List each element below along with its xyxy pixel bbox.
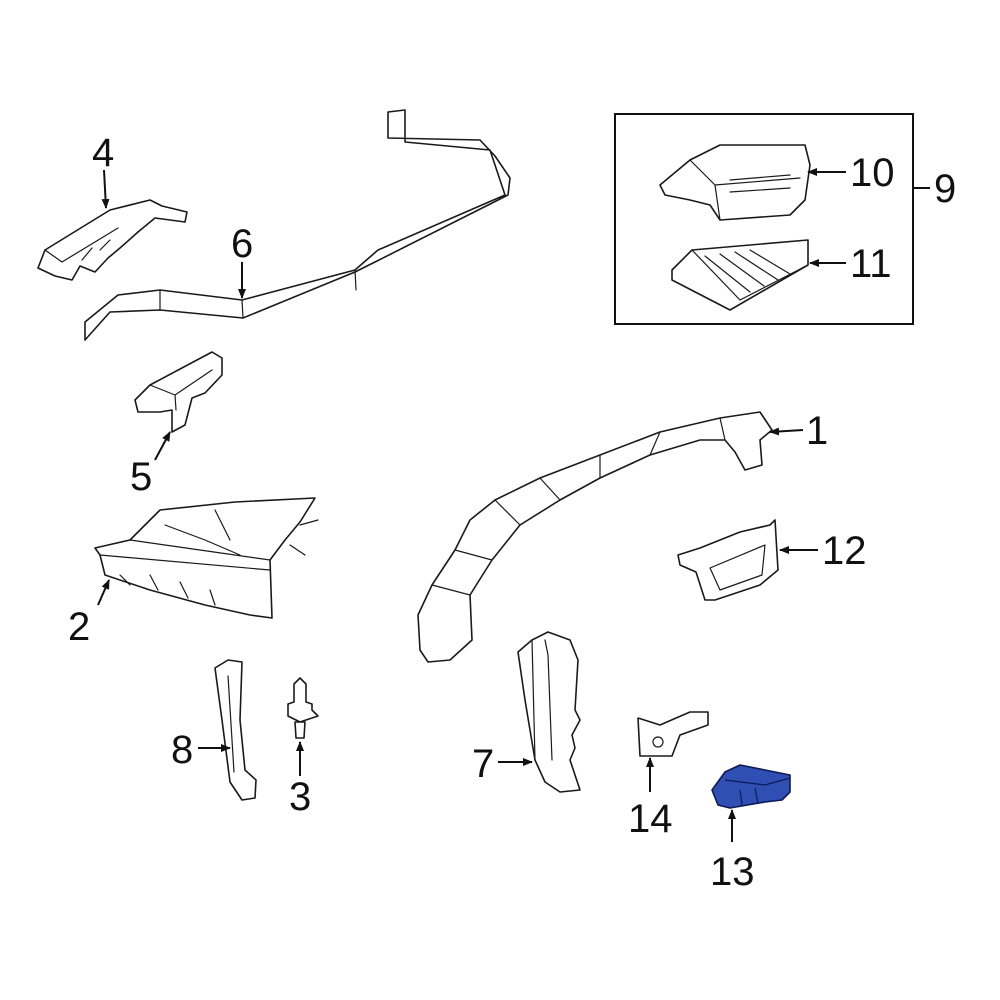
callout-2: 2 [68, 605, 90, 649]
part-5-bracket[interactable] [134, 351, 223, 433]
callout-6: 6 [231, 222, 253, 266]
part-6-rail[interactable] [84, 109, 511, 341]
part-11-filter[interactable] [671, 239, 809, 311]
callout-7: 7 [472, 742, 494, 786]
callout-labels: 1 2 3 4 5 6 7 8 9 10 11 12 13 14 [68, 131, 956, 894]
callout-11: 11 [850, 242, 892, 286]
leader-5 [154, 431, 171, 461]
callout-9: 9 [934, 167, 956, 211]
callout-8: 8 [171, 728, 193, 772]
inset-box-9 [614, 113, 930, 325]
leader-4 [101, 169, 110, 209]
part-1-rail[interactable] [417, 411, 773, 663]
part-10-housing[interactable] [659, 144, 811, 221]
part-13-highlighted[interactable] [711, 764, 791, 809]
callout-14: 14 [628, 797, 673, 841]
part-8-strip[interactable] [214, 659, 257, 801]
callout-12: 12 [822, 529, 867, 573]
part-2-panel[interactable] [94, 497, 319, 619]
leader-2 [97, 579, 110, 606]
leader-1 [769, 427, 804, 436]
callout-3: 3 [289, 775, 311, 819]
part-3-clip[interactable] [287, 677, 319, 739]
callout-10: 10 [850, 151, 895, 195]
part-12-frame[interactable] [677, 519, 779, 601]
leader-lines [97, 168, 846, 842]
callout-5: 5 [130, 455, 152, 499]
part-7-pillar[interactable] [517, 631, 581, 793]
part-14-bracket[interactable] [637, 711, 709, 757]
callout-13: 13 [710, 850, 755, 894]
callout-1: 1 [806, 409, 828, 453]
part-4-bracket[interactable] [37, 199, 188, 281]
callout-4: 4 [92, 131, 114, 175]
